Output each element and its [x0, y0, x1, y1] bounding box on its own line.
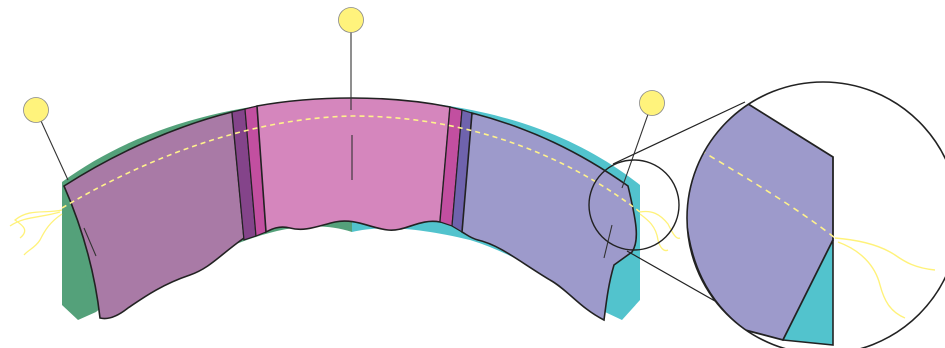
segments: [64, 98, 636, 320]
center-segment: [257, 98, 450, 232]
detail-view: [686, 82, 945, 348]
marker-center: [339, 8, 364, 33]
marker-left: [24, 98, 49, 123]
magnifier: [589, 82, 945, 348]
left-fiber-1: [15, 210, 62, 238]
marker-right: [640, 91, 665, 116]
marker-right-pin: [622, 103, 652, 188]
left-fiber-2: [24, 214, 62, 255]
left-fiber-3: [10, 212, 60, 226]
